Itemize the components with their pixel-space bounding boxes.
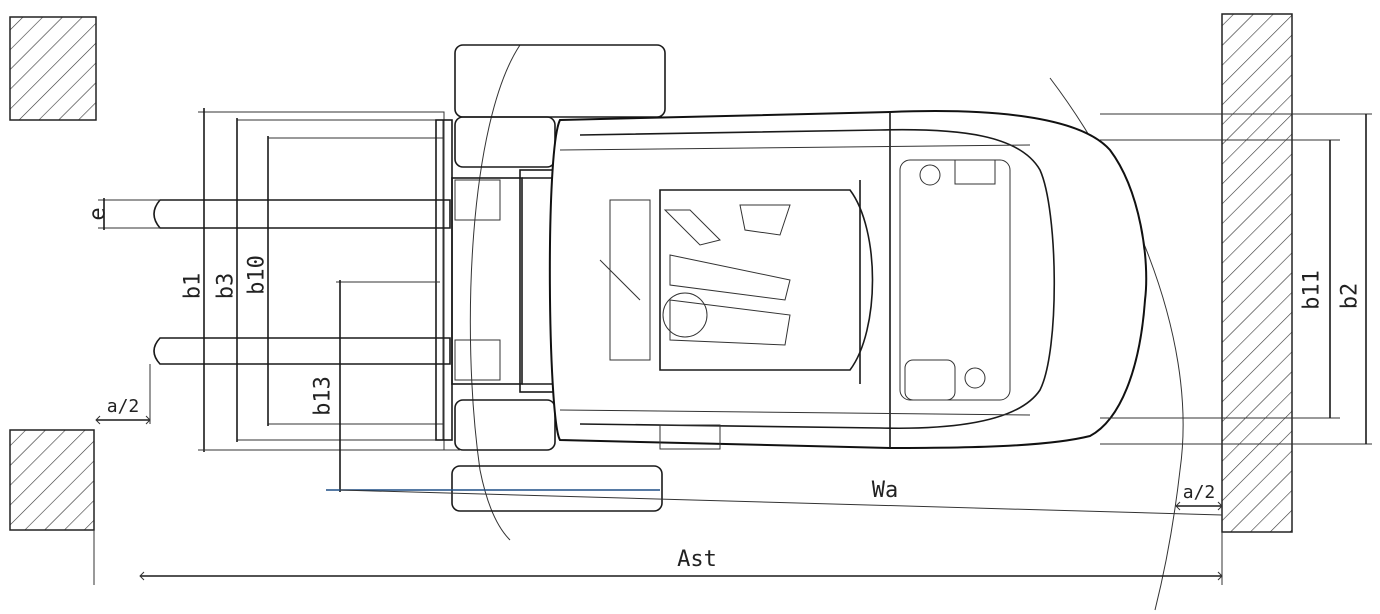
dim-a-half-left: a/2: [95, 364, 151, 425]
dim-b10: b10: [245, 136, 270, 426]
label-e: e: [86, 207, 111, 220]
label-a-half-right: a/2: [1183, 482, 1216, 503]
label-b3: b3: [214, 273, 239, 300]
dim-b1: b1: [181, 108, 460, 452]
dim-a-half-right: a/2: [1175, 482, 1223, 511]
label-b11: b11: [1300, 270, 1325, 310]
fork-lower: [153, 337, 451, 365]
rack-bottom-left: [9, 429, 95, 531]
dim-ast: Ast: [93, 530, 1223, 585]
overhead-guard: [559, 144, 1031, 450]
label-a-half-left: a/2: [107, 396, 140, 417]
label-b10: b10: [245, 255, 270, 295]
label-ast: Ast: [677, 547, 717, 572]
dim-b3: b3: [214, 118, 239, 442]
fork-upper: [153, 199, 451, 229]
operator-seat: [599, 189, 874, 371]
label-wa: Wa: [872, 478, 899, 503]
dim-b13: b13: [311, 280, 660, 492]
dim-wa: Wa: [339, 478, 1223, 516]
dim-b11: b11: [1100, 139, 1340, 419]
label-b13: b13: [311, 376, 336, 416]
dim-b2: b2: [1100, 113, 1372, 445]
truck-chassis: [548, 110, 1148, 450]
aisle-wall-right: [1221, 13, 1293, 533]
label-b1: b1: [181, 273, 206, 300]
label-b2: b2: [1338, 283, 1363, 310]
rack-top-left: [9, 16, 97, 121]
dim-e: e: [86, 198, 160, 230]
front-wheel-bottom: [451, 399, 663, 512]
turning-arc-left: [469, 44, 521, 541]
